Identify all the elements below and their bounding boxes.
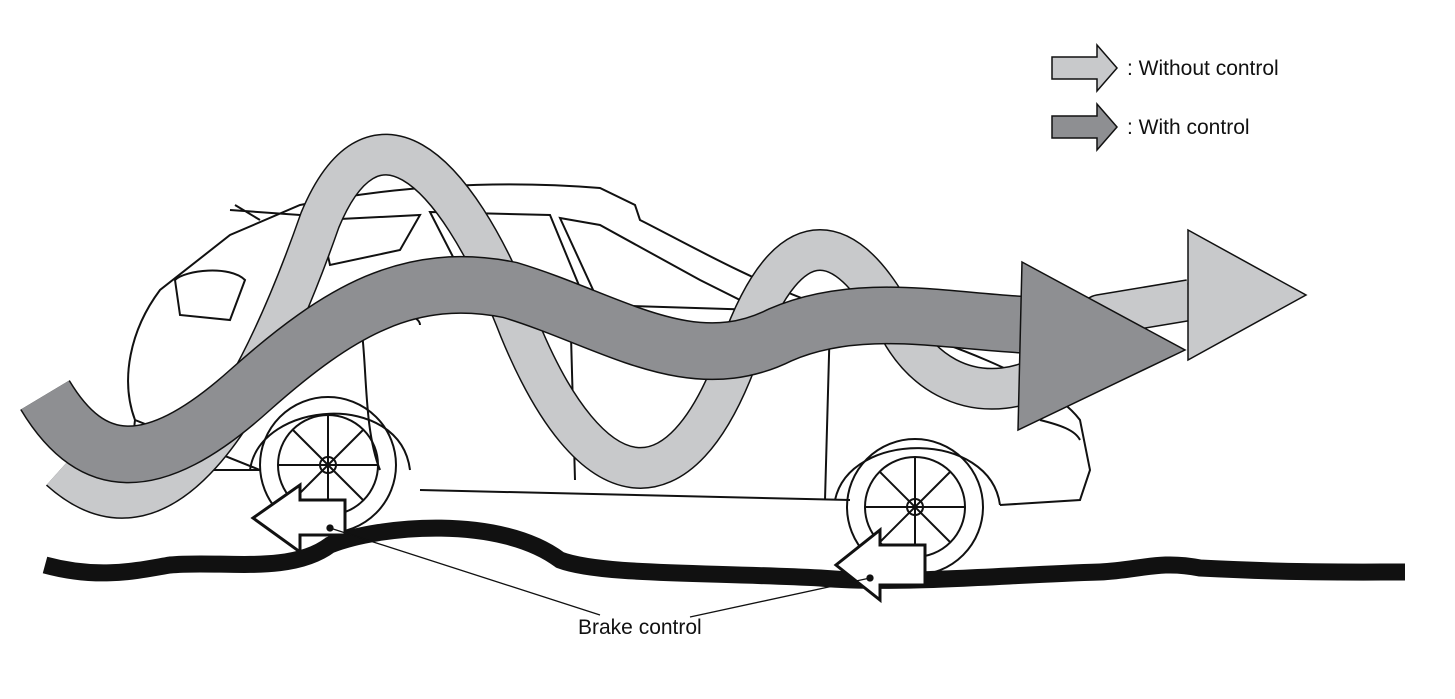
front-brake-arrow — [833, 526, 927, 604]
without-control-arrowhead — [1187, 228, 1308, 362]
rear-brake-arrow — [250, 482, 347, 555]
front-wheel — [846, 438, 984, 576]
brake-control-label: Brake control — [578, 616, 702, 639]
legend-without-control-icon — [1051, 42, 1118, 94]
with-control-arrowhead — [1017, 260, 1187, 432]
legend-with-control-icon — [1051, 101, 1118, 153]
road-surface — [42, 519, 1406, 589]
with-control-path — [20, 255, 1187, 484]
rear-wheel — [259, 396, 397, 534]
legend-without-control-label: : Without control — [1127, 57, 1279, 80]
legend-with-control-label: : With control — [1127, 116, 1250, 139]
leader-lines — [326, 524, 874, 618]
